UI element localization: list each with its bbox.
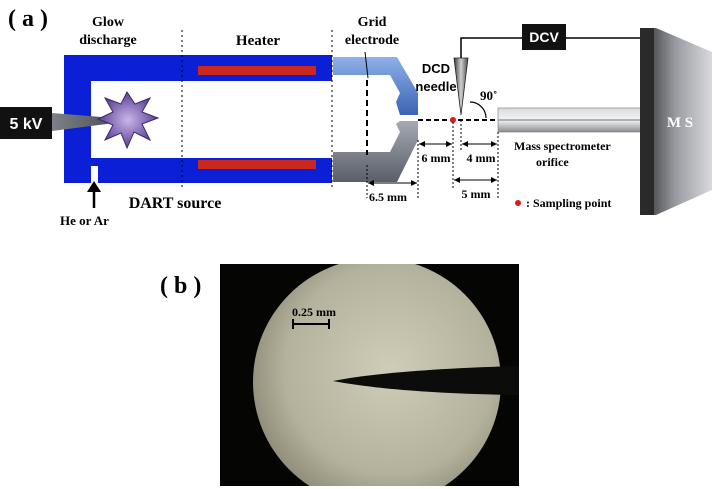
panel-b-label: ( b ) <box>160 273 201 299</box>
dcv-wire-right <box>566 37 649 48</box>
grid-electrode-label-line2: electrode <box>345 33 399 48</box>
sampling-point-legend-marker <box>515 200 521 206</box>
heater-element-top <box>198 66 316 75</box>
panel-a: ( a ) 5 kV He or Ar Glow discharge Heate… <box>0 6 712 228</box>
angle-label: 90˚ <box>480 88 497 103</box>
dimension-5mm-label: 5 mm <box>462 187 491 201</box>
dcd-needle-label-line1: DCD <box>422 61 450 76</box>
orifice-label-line1: Mass spectrometer <box>514 139 611 153</box>
grid-electrode-pointer <box>364 51 369 79</box>
heater-element-bottom <box>198 160 316 169</box>
panel-a-label: ( a ) <box>8 6 48 32</box>
sampling-point-legend-label: : Sampling point <box>526 196 611 210</box>
voltage-box <box>0 107 52 139</box>
glow-discharge-label-line2: discharge <box>79 33 137 48</box>
panel-b: ( b ) 0.25 mm <box>160 264 519 486</box>
grid-electrode-bottom <box>333 121 418 182</box>
dcv-label: DCV <box>529 29 559 45</box>
dimension-4mm: 4 mm <box>460 120 499 200</box>
needle-silhouette <box>333 366 519 395</box>
dimension-6-5mm: 6.5 mm <box>366 140 419 204</box>
dimension-6-5mm-label: 6.5 mm <box>369 190 407 204</box>
dcv-box <box>522 24 566 50</box>
discharge-electrode <box>52 113 138 131</box>
voltage-label: 5 kV <box>10 116 43 133</box>
glow-discharge-label-line1: Glow <box>92 15 125 30</box>
sampling-point-marker <box>450 117 456 123</box>
dimension-6mm-label: 6 mm <box>422 151 451 165</box>
scale-bar-label: 0.25 mm <box>292 305 336 319</box>
gas-label: He or Ar <box>60 213 109 228</box>
angle-arc <box>469 101 487 119</box>
grid-electrode-top <box>333 57 418 115</box>
mass-spectrometer-body <box>640 28 712 215</box>
grid-electrode-label-line1: Grid <box>358 15 387 30</box>
dart-source-label: DART source <box>129 195 222 212</box>
dcd-needle-label-line2: needle <box>415 79 456 94</box>
plasma-glow-icon <box>96 91 160 150</box>
dimension-6mm: 6 mm <box>419 122 454 190</box>
dimension-4mm-label: 4 mm <box>467 151 496 165</box>
heater-label: Heater <box>236 33 280 49</box>
dimension-5mm: 5 mm <box>454 177 497 201</box>
mass-spectrometer-plate <box>640 28 654 215</box>
dcv-wire-left <box>460 37 522 58</box>
ms-label: M S <box>667 115 693 131</box>
gas-inlet-arrow-icon <box>87 181 101 192</box>
orifice-label-line2: orifice <box>536 155 569 169</box>
